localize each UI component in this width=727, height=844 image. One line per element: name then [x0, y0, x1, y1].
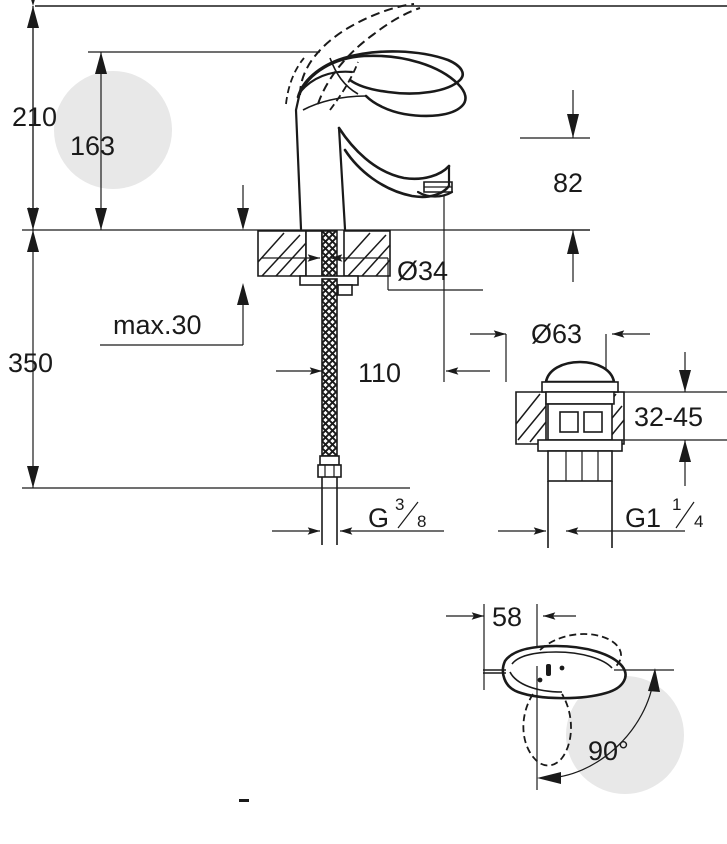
dimension-cap-diameter: Ø63	[470, 319, 650, 382]
dimension-supply-length-label: 350	[8, 348, 53, 378]
dimension-basin-thickness: 32-45	[614, 352, 727, 486]
deck-pointer-arrow	[237, 185, 249, 230]
dimension-handle-height-label: 163	[70, 131, 115, 161]
dimension-basin-thickness-label: 32-45	[634, 402, 703, 432]
spout-plan-view: 58 90°	[446, 602, 674, 790]
dimension-cap-diameter-label: Ø63	[531, 319, 582, 349]
dimension-base-diameter: Ø34	[262, 254, 483, 291]
dimension-spout-reach-label: 110	[358, 358, 401, 388]
callout-supply-thread-letter: G	[368, 503, 389, 533]
lever-raised-position	[285, 3, 421, 111]
callout-waste-thread-numerator: 1	[672, 495, 681, 514]
dimension-overall-height: 210	[12, 0, 57, 230]
dimension-deck-thickness: max.30	[100, 283, 249, 346]
dimension-spout-offset-label: 58	[492, 602, 522, 632]
dimension-spout-height: 82	[520, 90, 590, 282]
dimension-supply-length: 350	[8, 230, 53, 488]
callout-supply-thread-numerator: 3	[395, 495, 404, 514]
dimension-handle-height: 163	[70, 51, 320, 230]
grohe-watermark-bottom	[566, 676, 684, 794]
faucet-body	[294, 50, 467, 231]
callout-supply-thread: G 3 8	[272, 495, 444, 535]
dimension-overall-height-label: 210	[12, 102, 57, 132]
dimension-deck-thickness-label: max.30	[113, 310, 202, 340]
dimension-swivel-angle-label: 90°	[588, 736, 629, 766]
callout-supply-thread-denominator: 8	[417, 512, 426, 531]
braided-supply-hose	[317, 278, 342, 545]
callout-waste-thread-denominator: 4	[694, 512, 703, 531]
dimension-base-diameter-label: Ø34	[397, 256, 448, 286]
callout-waste-thread-letter: G1	[625, 503, 661, 533]
callout-waste-thread: G1 1 4	[498, 495, 703, 535]
dimension-spout-height-label: 82	[553, 168, 583, 198]
push-open-waste-body	[537, 360, 623, 548]
grohe-watermark-top	[54, 71, 172, 189]
registration-mark	[239, 799, 249, 802]
dimension-spout-reach: 110	[276, 196, 490, 388]
